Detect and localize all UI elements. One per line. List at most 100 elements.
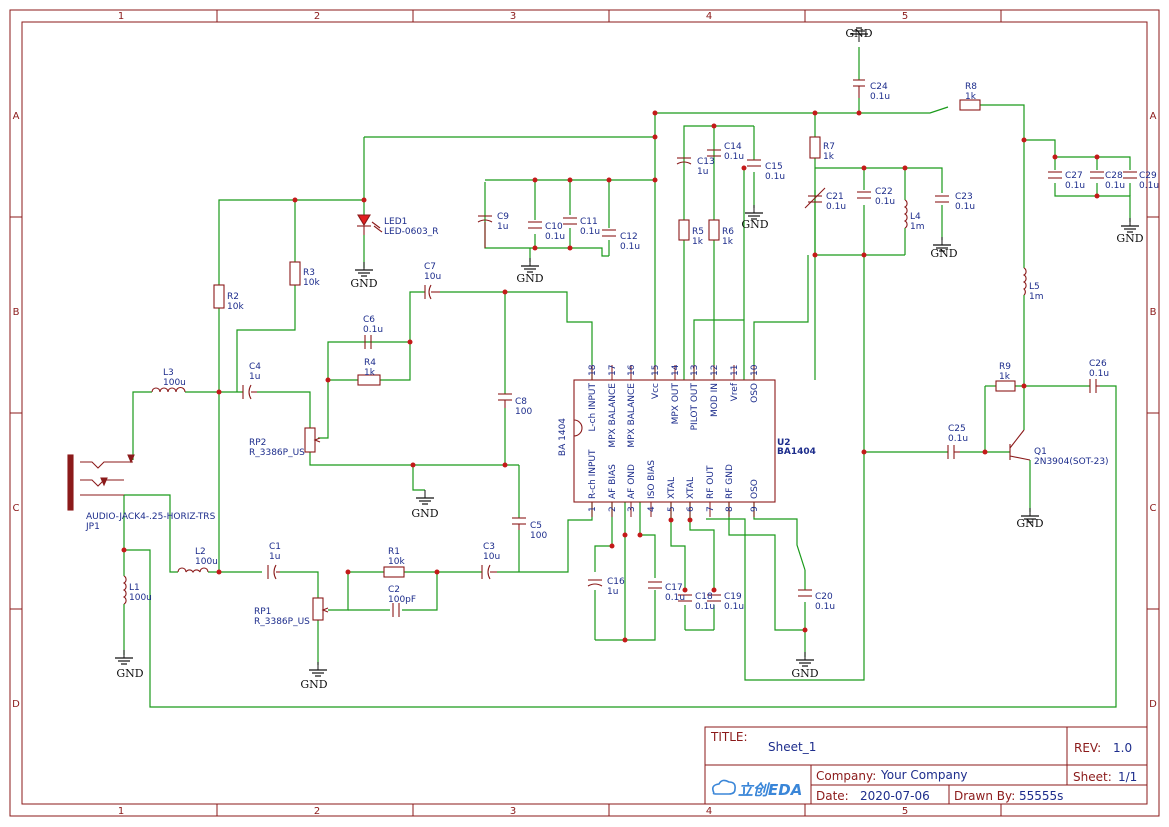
ic-pin-number: 18 — [588, 364, 598, 376]
l1-ref: L1 — [129, 583, 140, 593]
easyeda-logo: 立创EDA — [712, 779, 802, 799]
c6-ref: C6 — [363, 315, 375, 325]
c2-ref: C2 — [388, 585, 400, 595]
drawn-key: Drawn By: — [954, 789, 1015, 803]
ic-part: BA1404 — [777, 447, 816, 457]
wires — [123, 47, 1131, 708]
c24-ref: C24 — [870, 82, 888, 92]
junctions — [121, 110, 1100, 643]
date-key: Date: — [816, 789, 849, 803]
c8-value: 100 — [515, 407, 532, 417]
rp1-value: R_3386P_US — [254, 617, 310, 627]
ic-pin-name: Vcc — [651, 383, 661, 399]
r9-value: 1k — [999, 372, 1011, 382]
col-label-top: 4 — [706, 11, 712, 22]
ic-pin-name: RF GND — [725, 464, 735, 499]
c1-ref: C1 — [269, 542, 281, 552]
ic-pin-name: L-ch INPUT — [588, 382, 598, 431]
c28-value: 0.1u — [1105, 181, 1125, 191]
ic-pin-number: 10 — [750, 364, 760, 376]
ic-pin-number: 12 — [710, 365, 720, 376]
c8-ref: C8 — [515, 397, 527, 407]
l5-value: 1m — [1029, 292, 1044, 302]
gnd-label: GND — [411, 507, 438, 520]
ic-pin-name: AF BIAS — [608, 464, 618, 499]
c7-ref: C7 — [424, 262, 436, 272]
c24-value: 0.1u — [870, 92, 890, 102]
col-label-top: 3 — [510, 11, 516, 22]
c2-value: 100pF — [388, 595, 416, 605]
l1-value: 100u — [129, 593, 152, 603]
ic-pin-number: 8 — [725, 506, 735, 512]
row-label-left: D — [12, 699, 20, 710]
gnd-label: GND — [350, 277, 377, 290]
c21-ref: C21 — [826, 192, 844, 202]
ic-pin-number: 2 — [608, 506, 618, 512]
ic-pin-name: MPX BALANCE — [627, 383, 637, 448]
row-label-left: A — [13, 111, 20, 122]
c16-value: 1u — [607, 587, 618, 597]
c26-value: 0.1u — [1089, 369, 1109, 379]
c3-ref: C3 — [483, 542, 495, 552]
c10-ref: C10 — [545, 222, 563, 232]
gnd-label: GND — [300, 678, 327, 691]
l4-value: 1m — [910, 222, 925, 232]
frame-ruler-labels: 1 2 3 4 5 1 2 3 4 5 A B C D A B C D — [12, 11, 1157, 817]
c25-ref: C25 — [948, 424, 966, 434]
gnd-label: GND — [741, 218, 768, 231]
c21-value: 0.1u — [826, 202, 846, 212]
c18-value: 0.1u — [695, 602, 715, 612]
ic-pin-name: OSO — [750, 383, 760, 403]
c15-ref: C15 — [765, 162, 783, 172]
title-key: TITLE: — [710, 730, 748, 744]
c5-ref: C5 — [530, 521, 542, 531]
r8-ref: R8 — [965, 82, 977, 92]
col-label-top: 5 — [902, 11, 908, 22]
l2-ref: L2 — [195, 547, 206, 557]
ic-pin-number: 15 — [651, 365, 661, 376]
r2-ref: R2 — [227, 292, 239, 302]
ic-pin-name: AF OND — [627, 464, 637, 499]
gnd-label: GND — [1116, 232, 1143, 245]
title-block — [704, 726, 1148, 805]
row-label-right: D — [1149, 699, 1157, 710]
date-value: 2020-07-06 — [860, 789, 930, 803]
ic-ref: U2 — [777, 438, 791, 448]
c4-value: 1u — [249, 372, 260, 382]
r3-ref: R3 — [303, 268, 315, 278]
l5-ref: L5 — [1029, 282, 1040, 292]
led1-ref: LED1 — [384, 217, 407, 227]
c19-ref: C19 — [724, 592, 742, 602]
l4-ref: L4 — [910, 212, 921, 222]
r3-value: 10k — [303, 278, 320, 288]
r7-ref: R7 — [823, 142, 835, 152]
ic-pin-number: 13 — [690, 365, 700, 376]
c5-value: 100 — [530, 531, 547, 541]
col-label-bottom: 4 — [706, 806, 712, 817]
c22-value: 0.1u — [875, 197, 895, 207]
sheet-title: Sheet_1 — [768, 740, 816, 754]
q1-value: 2N3904(SOT-23) — [1034, 457, 1109, 467]
ic-pin-name: OSO — [750, 479, 760, 499]
ic-pin-name: R-ch INPUT — [588, 449, 598, 499]
r6-value: 1k — [722, 237, 734, 247]
rp2-ref: RP2 — [249, 438, 266, 448]
col-label-bottom: 5 — [902, 806, 908, 817]
sheet-value: 1/1 — [1118, 770, 1137, 784]
c16-ref: C16 — [607, 577, 625, 587]
ic-pin-name: PILOT OUT — [690, 383, 700, 431]
c12-ref: C12 — [620, 232, 638, 242]
gnd-label: GND — [845, 27, 872, 40]
c7-value: 10u — [424, 272, 441, 282]
c13-ref: C13 — [697, 157, 715, 167]
r6-ref: R6 — [722, 227, 734, 237]
ic-pin-number: 14 — [671, 364, 681, 376]
ic-pin-name: ISO BIAS — [647, 460, 657, 499]
c1-value: 1u — [269, 552, 280, 562]
gnd-label: GND — [516, 272, 543, 285]
c20-ref: C20 — [815, 592, 833, 602]
c13-value: 1u — [697, 167, 708, 177]
